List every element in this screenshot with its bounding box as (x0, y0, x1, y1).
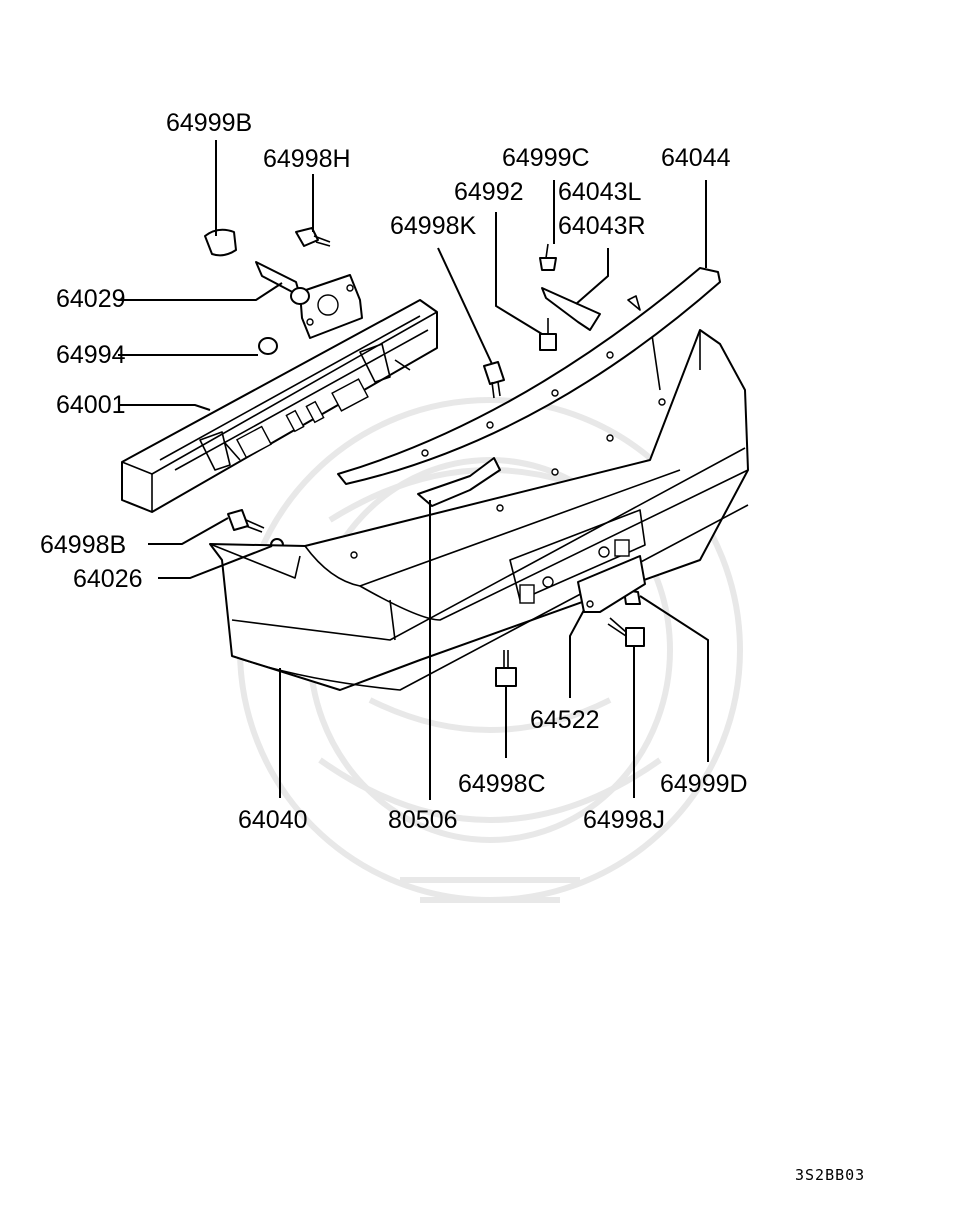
callout-64999C: 64999C (502, 144, 590, 172)
side-bracket-64043 (541, 287, 601, 331)
callout-64043R: 64043R (558, 212, 646, 240)
stay-80506 (417, 457, 501, 507)
callout-64998K: 64998K (390, 212, 477, 240)
retainer-strip-64044 (337, 267, 721, 485)
callout-64999D: 64999D (660, 770, 748, 798)
bumper-bracket (255, 261, 363, 339)
callout-64029: 64029 (56, 285, 126, 313)
license-bracket-64522 (577, 555, 646, 613)
bumper-fascia-64040 (209, 329, 749, 691)
callout-64040: 64040 (238, 806, 308, 834)
callout-64044: 64044 (661, 144, 731, 172)
callout-64998J: 64998J (583, 806, 665, 834)
fasteners (204, 227, 645, 687)
callout-64043L: 64043L (558, 178, 642, 206)
callout-64001: 64001 (56, 391, 126, 419)
leader-lines (118, 140, 709, 800)
callout-64998H: 64998H (263, 145, 351, 173)
callout-labels: 64999B 64998H 64029 64994 64001 64998B 6… (40, 109, 748, 834)
diagram-code: 3S2BB03 (795, 1166, 865, 1184)
reinforcement-beam-64001 (121, 299, 438, 513)
callout-64992: 64992 (454, 178, 524, 206)
callout-64522: 64522 (530, 706, 600, 734)
callout-64026: 64026 (73, 565, 143, 593)
callout-64994: 64994 (56, 341, 126, 369)
callout-64998B: 64998B (40, 531, 126, 559)
callout-80506: 80506 (388, 806, 458, 834)
callout-64998C: 64998C (458, 770, 546, 798)
callout-64999B: 64999B (166, 109, 252, 137)
